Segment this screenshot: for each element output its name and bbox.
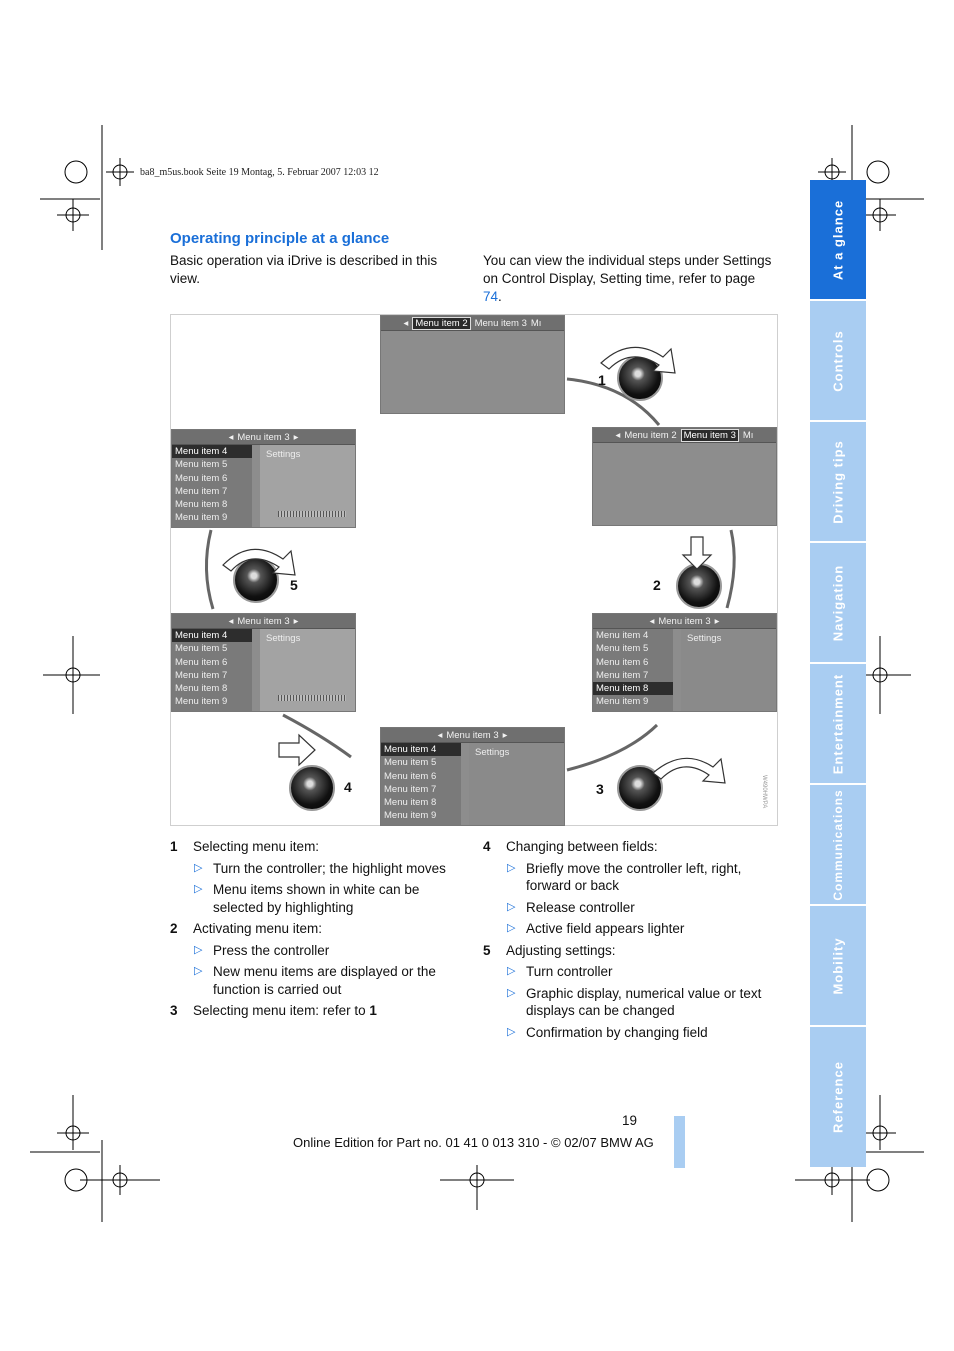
- screen-tab: Mı: [742, 429, 754, 441]
- step-number: 5: [290, 577, 298, 593]
- screen-step5: ◂Menu item 3▸ Menu item 4 Menu item 5 Me…: [171, 429, 356, 528]
- controller-knob-icon: [617, 765, 663, 811]
- step-number: 1: [598, 372, 606, 388]
- setting-slider: [278, 695, 346, 701]
- step-subitem: ▷Graphic display, numerical value or tex…: [507, 985, 762, 1019]
- intro-left: Basic operation via iDrive is described …: [170, 253, 438, 286]
- menu-item: Menu item 5: [596, 643, 649, 655]
- step-subitem: ▷Release controller: [507, 899, 635, 915]
- step-subitem: ▷Confirmation by changing field: [507, 1024, 708, 1040]
- step-number: 4: [344, 779, 352, 795]
- step-number: 2: [653, 577, 661, 593]
- menu-item: Menu item 9: [175, 512, 228, 524]
- step-subitem: ▷Press the controller: [194, 942, 330, 958]
- tab-entertainment[interactable]: Entertainment: [810, 664, 866, 783]
- menu-item: Menu item 9: [384, 810, 437, 822]
- tab-controls[interactable]: Controls: [810, 301, 866, 420]
- page-link[interactable]: 74: [483, 289, 499, 304]
- screen-title: Menu item 3: [658, 615, 711, 627]
- screen-step3: ◂Menu item 3▸ Menu item 4 Menu item 5 Me…: [592, 613, 777, 712]
- tab-prev-icon: ◂: [615, 429, 621, 441]
- menu-item: Menu item 4: [381, 743, 461, 757]
- section-title: Operating principle at a glance: [170, 230, 390, 247]
- flow-arcs: [205, 377, 736, 772]
- screen-title: Menu item 3: [237, 615, 290, 627]
- menu-item: Menu item 8: [593, 682, 673, 696]
- menu-item: Menu item 5: [384, 757, 437, 769]
- menu-item: Menu item 7: [596, 669, 649, 681]
- menu-item: Menu item 7: [175, 669, 228, 681]
- motion-arrows: [222, 346, 726, 784]
- step-number: 3: [596, 781, 604, 797]
- page-marker: [674, 1116, 685, 1168]
- setting-slider: [278, 511, 346, 517]
- step-subitem: ▷New menu items are displayed or the fun…: [194, 964, 436, 997]
- menu-item: Menu item 6: [384, 770, 437, 782]
- menu-item: Menu item 4: [172, 629, 252, 643]
- menu-item: Menu item 9: [175, 696, 228, 708]
- chapter-tabs: At a glance Controls Driving tips Naviga…: [810, 180, 866, 1167]
- step-subitem: ▷Menu items shown in white can be select…: [194, 882, 420, 915]
- menu-item: Menu item 5: [175, 459, 228, 471]
- settings-label: Settings: [475, 747, 510, 758]
- intro-right-text: You can view the individual steps under …: [483, 253, 772, 286]
- menu-item: Menu item 8: [175, 499, 228, 511]
- menu-item: Menu item 4: [596, 630, 649, 641]
- tab-driving-tips[interactable]: Driving tips: [810, 422, 866, 541]
- footer-edition: Online Edition for Part no. 01 41 0 013 …: [293, 1135, 654, 1150]
- tab-communications[interactable]: Communications: [810, 785, 866, 904]
- tab-reference[interactable]: Reference: [810, 1027, 866, 1167]
- menu-item: Menu item 6: [175, 472, 228, 484]
- menu-item: Menu item 8: [384, 797, 437, 809]
- screen-title: Menu item 3: [237, 431, 290, 443]
- settings-label: Settings: [687, 633, 722, 644]
- menu-item: Menu item 4: [172, 445, 252, 459]
- tab-mobility[interactable]: Mobility: [810, 906, 866, 1025]
- step-subitem: ▷Active field appears lighter: [507, 921, 685, 936]
- screen-tab: Mı: [530, 317, 542, 329]
- screen-tab: Menu item 3: [680, 428, 739, 442]
- menu-item: Menu item 6: [596, 656, 649, 668]
- settings-label: Settings: [266, 633, 301, 644]
- menu-item: Menu item 7: [384, 783, 437, 795]
- intro-right-end: .: [498, 289, 502, 304]
- menu-item: Menu item 9: [596, 696, 649, 708]
- tab-navigation[interactable]: Navigation: [810, 543, 866, 662]
- menu-item: Menu item 5: [175, 643, 228, 655]
- menu-item: Menu item 6: [175, 656, 228, 668]
- screen-tab: Menu item 3: [474, 317, 527, 329]
- step-subitem: ▷Turn the controller; the highlight move…: [194, 860, 446, 876]
- step-subitem: ▷Turn controller: [507, 964, 613, 979]
- controller-knob-icon: [289, 765, 335, 811]
- tab-at-a-glance[interactable]: At a glance: [810, 180, 866, 299]
- intro-right: You can view the individual steps under …: [483, 252, 773, 306]
- menu-item: Menu item 8: [175, 683, 228, 695]
- step-subitem: ▷Briefly move the controller left, right…: [507, 860, 742, 894]
- screen-tab: Menu item 2: [412, 316, 471, 330]
- controller-knob-icon: [676, 563, 722, 609]
- page-number: 19: [622, 1113, 638, 1128]
- menu-item: Menu item 7: [175, 485, 228, 497]
- settings-label: Settings: [266, 449, 301, 460]
- screen-tab: Menu item 2: [624, 429, 677, 441]
- screen-step5-result: ◂Menu item 3▸ Menu item 4 Menu item 5 Me…: [171, 613, 356, 712]
- tab-prev-icon: ◂: [403, 317, 409, 329]
- image-code: W490HWPA: [761, 775, 767, 809]
- screen-title: Menu item 3: [446, 729, 499, 741]
- print-header: ba8_m5us.book Seite 19 Montag, 5. Februa…: [140, 167, 379, 178]
- screen-step4: ◂Menu item 3▸ Menu item 4 Menu item 5 Me…: [380, 727, 565, 826]
